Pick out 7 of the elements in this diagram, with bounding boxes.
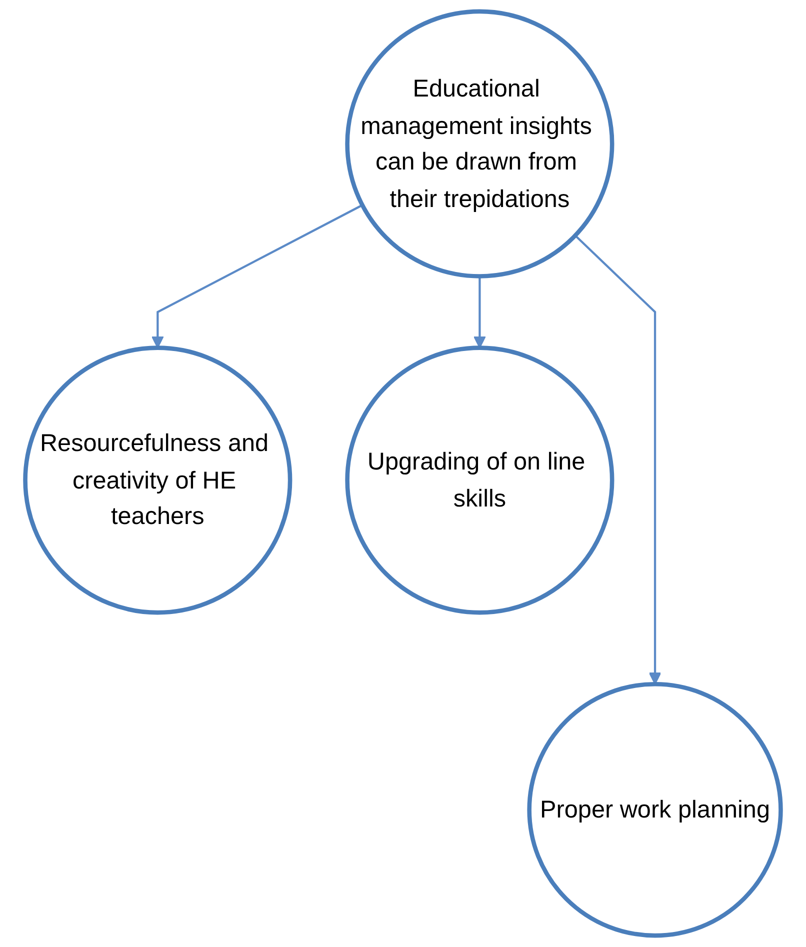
- arrow: [473, 276, 486, 348]
- node-circle: Educational management insights can be drawn from their trepidations: [345, 9, 614, 278]
- node-circle: Resourcefulness and creativity of HE teachers: [23, 346, 292, 615]
- arrow: [574, 234, 662, 685]
- node-circle: Upgrading of on line skills: [345, 346, 614, 615]
- node-circle: Proper work planning: [527, 682, 783, 938]
- arrow: [151, 204, 363, 348]
